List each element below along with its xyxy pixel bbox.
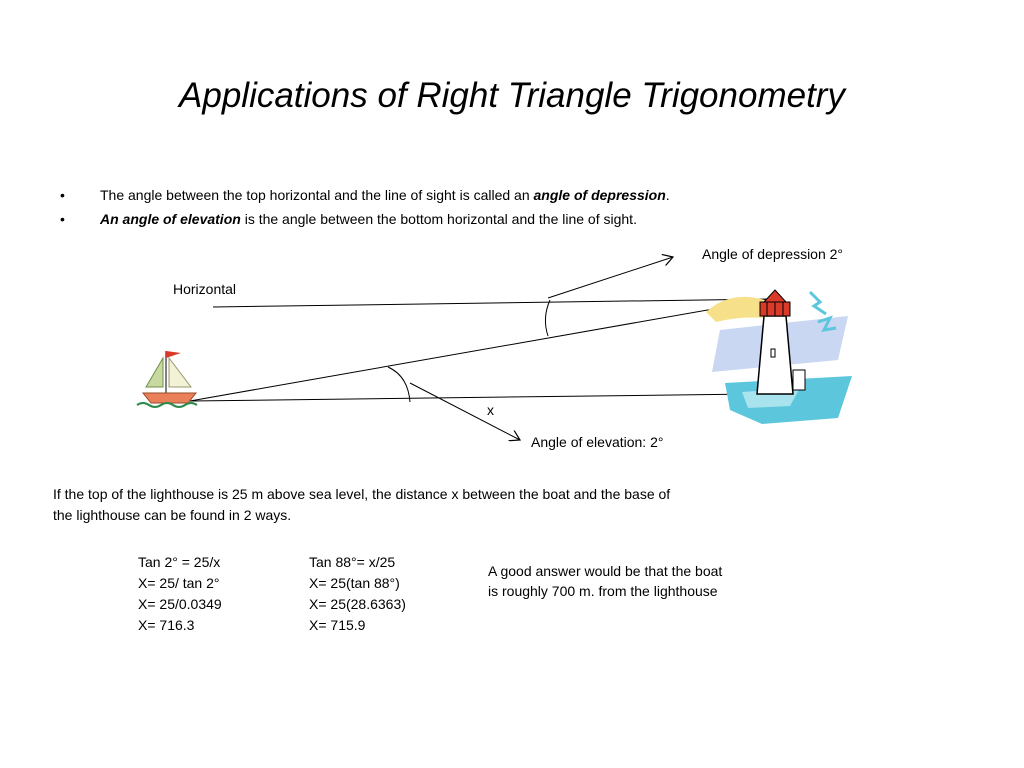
method-1-tan2: Tan 2° = 25/x X= 25/ tan 2° X= 25/0.0349…	[138, 552, 222, 636]
equation-line: X= 25/ tan 2°	[138, 575, 220, 591]
bullet-list: • The angle between the top horizontal a…	[58, 184, 958, 232]
bullet-text: is the angle between the bottom horizont…	[240, 211, 637, 227]
equation-line: X= 716.3	[138, 617, 195, 633]
method-2-tan88: Tan 88°= x/25 X= 25(tan 88°) X= 25(28.63…	[309, 552, 406, 636]
elevation-label: Angle of elevation: 2°	[531, 434, 664, 450]
elevation-arrow	[409, 382, 520, 440]
bullet-text: The angle between the top horizontal and…	[100, 187, 534, 203]
depression-arrow	[547, 257, 673, 299]
equation-line: X= 25(28.6363)	[309, 596, 406, 612]
line-of-sight	[189, 298, 771, 402]
bullet-marker: •	[60, 187, 65, 203]
sailboat-icon	[136, 351, 198, 408]
equation-line: X= 715.9	[309, 617, 366, 633]
slide-title: Applications of Right Triangle Trigonome…	[179, 76, 845, 115]
depression-label: Angle of depression 2°	[702, 246, 844, 262]
horizontal-label: Horizontal	[173, 281, 237, 297]
equation-line: Tan 88°= x/25	[309, 554, 396, 570]
lighthouse-icon	[706, 289, 852, 424]
equation-line: Tan 2° = 25/x	[138, 554, 221, 570]
equation-line: X= 25(tan 88°)	[309, 575, 400, 591]
bullet-depression: • The angle between the top horizontal a…	[58, 184, 958, 208]
x-label: x	[487, 402, 494, 418]
elevation-angle-arc	[387, 366, 411, 403]
equation-line: X= 25/0.0349	[138, 596, 222, 612]
depression-angle-arc	[544, 299, 551, 337]
bullet-elevation: • An angle of elevation is the angle bet…	[58, 208, 958, 232]
bullet-emphasis: An angle of elevation	[100, 211, 241, 227]
bullet-marker: •	[60, 211, 65, 227]
problem-statement: If the top of the lighthouse is 25 m abo…	[53, 486, 671, 523]
bullet-text-end: .	[665, 187, 670, 203]
bullet-emphasis: angle of depression	[533, 187, 666, 203]
answer-text: A good answer would be that the boat is …	[488, 563, 723, 599]
top-horizontal-line	[212, 298, 771, 308]
